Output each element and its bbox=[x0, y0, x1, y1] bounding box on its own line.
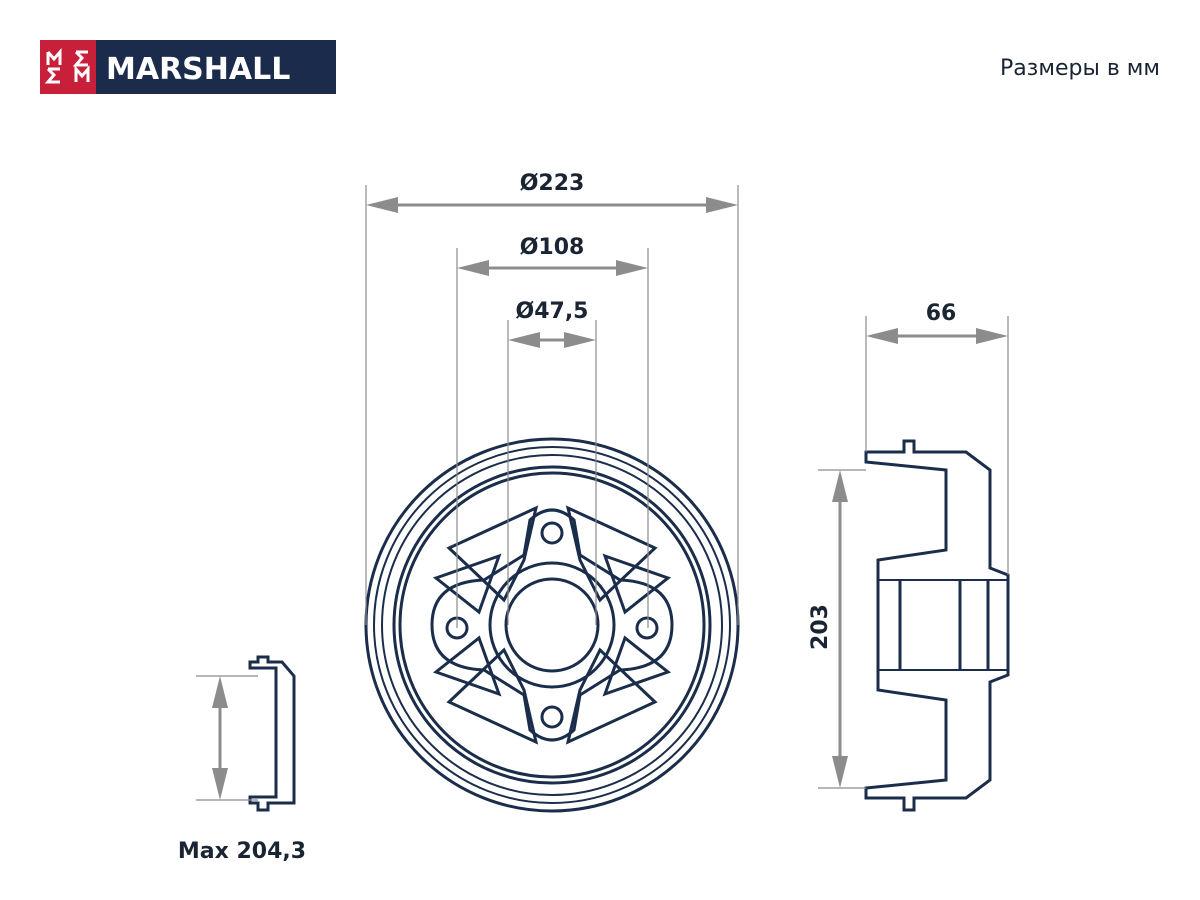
dim-bolt-circle: Ø108 bbox=[456, 235, 649, 628]
dim-drum-inner: 203 bbox=[808, 469, 866, 789]
bolt-hole-bottom bbox=[540, 705, 564, 729]
logo-mark-red bbox=[40, 40, 96, 94]
dim-overall-height-label: 66 bbox=[926, 301, 957, 326]
drum-inner-ring bbox=[392, 465, 712, 785]
logo-text-panel bbox=[96, 40, 336, 94]
dim-outer-diameter-label: Ø223 bbox=[520, 171, 585, 196]
dim-center-bore: Ø47,5 bbox=[507, 299, 597, 625]
wear-limit-profile bbox=[248, 655, 296, 812]
hub-windows bbox=[432, 505, 672, 745]
logo-mark-icon bbox=[44, 47, 90, 84]
dim-max-inner-label: Max 204,3 bbox=[178, 839, 306, 864]
dim-drum-inner-label: 203 bbox=[808, 604, 833, 650]
drum-outer-edge bbox=[364, 437, 740, 813]
wear-limit-view bbox=[248, 655, 296, 812]
marshall-logo: MARSHALL bbox=[40, 40, 336, 94]
dim-outer-diameter: Ø223 bbox=[365, 171, 739, 625]
wear-limit-slot bbox=[284, 706, 290, 730]
units-note: Размеры в мм bbox=[999, 56, 1160, 81]
bolt-hole-right bbox=[635, 616, 659, 640]
dim-max-inner bbox=[196, 675, 258, 801]
dim-center-bore-label: Ø47,5 bbox=[516, 299, 589, 324]
side-profile bbox=[864, 439, 1010, 812]
dim-overall-height: 66 bbox=[865, 301, 1009, 575]
center-bore bbox=[504, 577, 600, 673]
drum-front-view bbox=[364, 437, 740, 813]
drum-rib-2 bbox=[381, 454, 723, 796]
drum-braking-surface bbox=[398, 471, 706, 779]
logo-text: MARSHALL bbox=[106, 52, 290, 87]
drum-outer-rib bbox=[373, 446, 731, 804]
drum-side-view bbox=[864, 439, 1010, 812]
dim-bolt-circle-label: Ø108 bbox=[520, 235, 585, 260]
bolt-hole-top bbox=[540, 521, 564, 545]
hub-outer bbox=[488, 561, 616, 689]
